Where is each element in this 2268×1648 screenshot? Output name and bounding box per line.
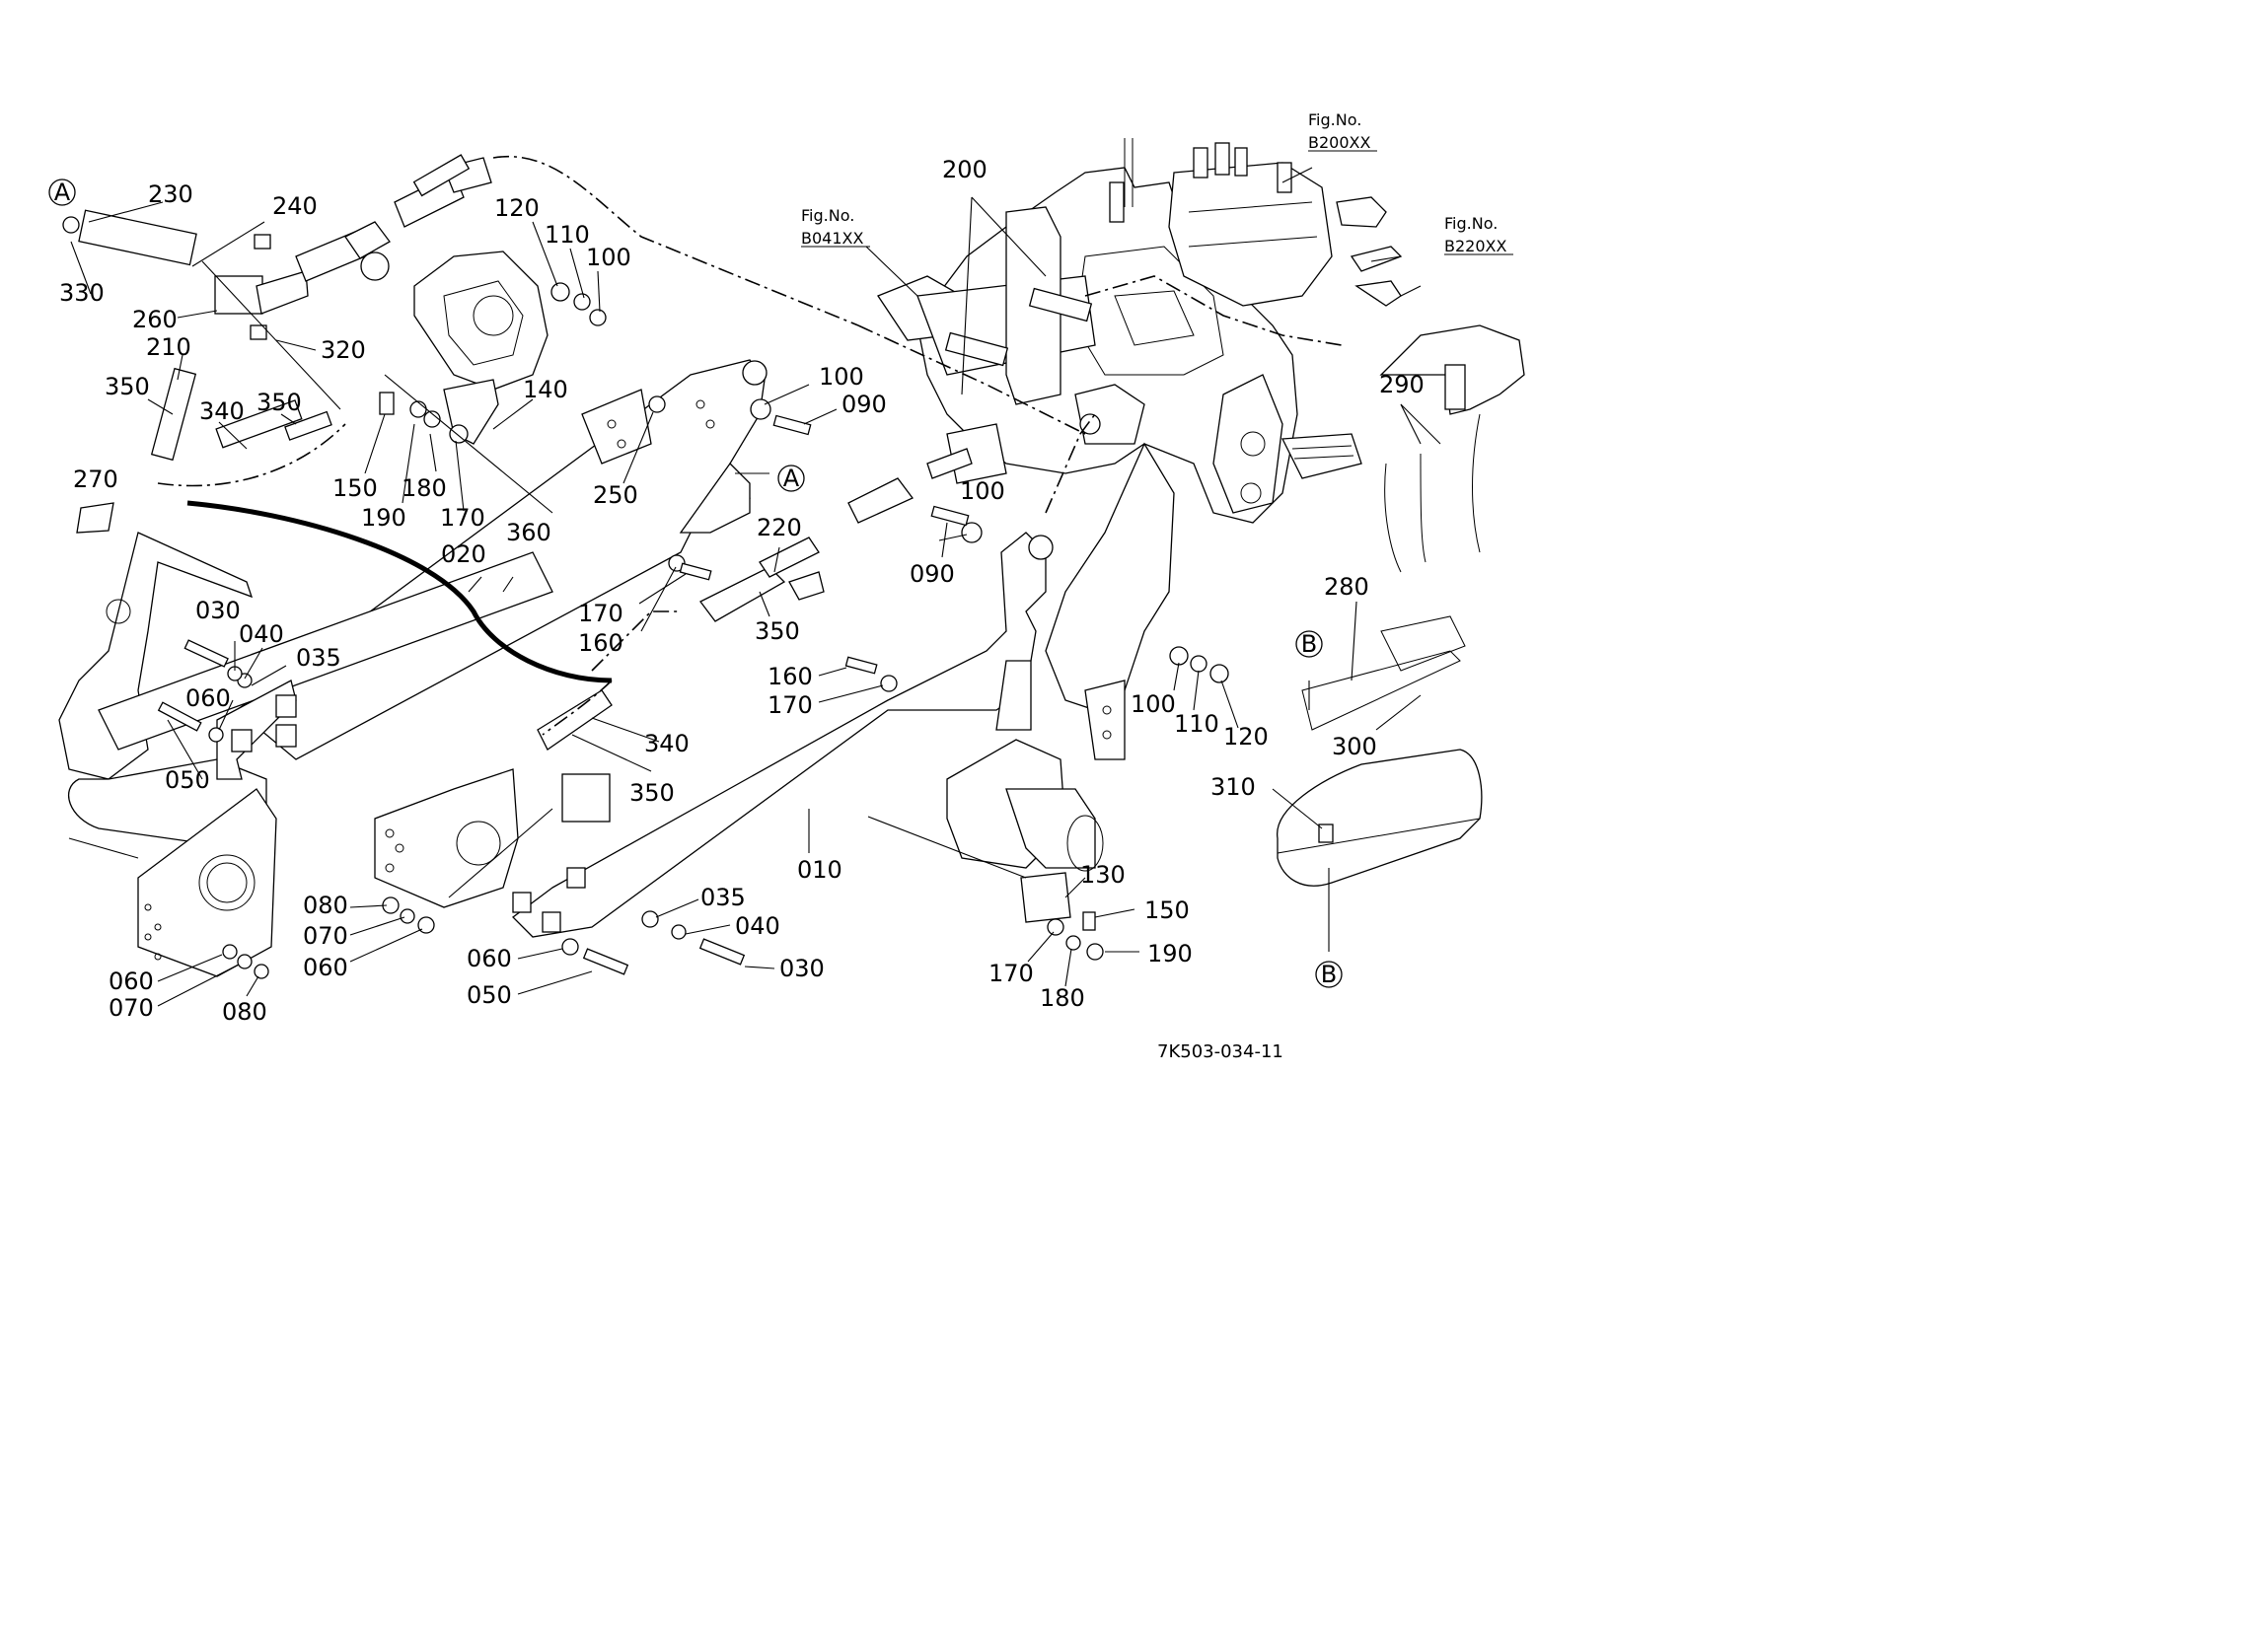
part-label-010: 010 — [797, 856, 842, 884]
part-label-070: 070 — [303, 922, 348, 950]
loader-frame — [98, 206, 1145, 938]
parts-diagram: Fig.No. B200XX Fig.No. B041XX Fig.No. B2… — [48, 110, 1525, 1062]
part-label-050: 050 — [467, 981, 512, 1009]
parts-artwork — [58, 138, 1525, 1007]
part-label-170: 170 — [988, 960, 1034, 987]
figure-ref-b220: Fig.No. B220XX — [1444, 214, 1513, 255]
part-label-170: 170 — [578, 600, 623, 627]
part-label-100: 100 — [1131, 690, 1176, 718]
part-label-050: 050 — [165, 766, 210, 794]
part-label-110: 110 — [545, 221, 590, 249]
part-label-250: 250 — [593, 481, 638, 509]
figure-ref-code: B041XX — [801, 229, 863, 248]
leader-lines — [70, 167, 1441, 1007]
part-label-090: 090 — [841, 391, 887, 418]
figure-ref-code: B200XX — [1308, 133, 1370, 152]
part-label-030: 030 — [195, 597, 241, 624]
figure-ref-label: Fig.No. — [1308, 110, 1361, 129]
marker-b-bottom: B — [1315, 961, 1343, 988]
hoses — [62, 154, 1229, 979]
part-label-160: 160 — [768, 663, 813, 690]
part-label-120: 120 — [1223, 723, 1269, 751]
part-label-160: 160 — [578, 629, 623, 657]
part-label-170: 170 — [440, 504, 485, 532]
part-label-060: 060 — [185, 684, 231, 712]
part-label-040: 040 — [239, 620, 284, 648]
part-label-060: 060 — [303, 954, 348, 981]
marker-label: A — [783, 465, 800, 492]
part-label-320: 320 — [321, 336, 366, 364]
marker-label: B — [1321, 961, 1337, 988]
part-label-260: 260 — [132, 306, 178, 333]
part-label-150: 150 — [1144, 896, 1190, 924]
part-label-100: 100 — [819, 363, 864, 391]
part-labels: 230 240 330 260 320 210 350 340 350 270 … — [59, 156, 1425, 1026]
figure-ref-label: Fig.No. — [801, 206, 854, 225]
part-label-200: 200 — [942, 156, 988, 183]
marker-label: A — [54, 179, 71, 206]
part-label-340: 340 — [644, 730, 690, 757]
hose-routing-lines — [76, 155, 1483, 887]
part-label-060: 060 — [109, 967, 154, 995]
part-label-240: 240 — [272, 192, 318, 220]
figure-ref-label: Fig.No. — [1444, 214, 1498, 233]
part-label-060: 060 — [467, 945, 512, 972]
part-label-300: 300 — [1332, 733, 1377, 760]
left-frame — [58, 532, 277, 977]
part-label-290: 290 — [1379, 371, 1425, 398]
marker-label: B — [1301, 630, 1317, 658]
part-label-180: 180 — [1040, 984, 1085, 1012]
part-label-330: 330 — [59, 279, 105, 307]
drawing-code: 7K503-034-11 — [1157, 1041, 1283, 1062]
housing — [413, 251, 549, 445]
part-label-110: 110 — [1174, 710, 1219, 738]
part-label-035: 035 — [296, 644, 341, 672]
part-label-230: 230 — [148, 180, 193, 208]
part-label-070: 070 — [109, 994, 154, 1022]
part-label-310: 310 — [1210, 773, 1256, 801]
part-label-190: 190 — [1147, 940, 1193, 967]
part-label-350: 350 — [755, 617, 800, 645]
part-label-100: 100 — [960, 477, 1005, 505]
part-label-210: 210 — [146, 333, 191, 361]
part-label-020: 020 — [441, 540, 486, 568]
part-label-180: 180 — [402, 474, 447, 502]
part-label-360: 360 — [506, 519, 551, 546]
axle-supports — [374, 739, 1104, 923]
part-label-080: 080 — [222, 998, 267, 1026]
marker-a-mid: A — [777, 465, 805, 492]
part-label-280: 280 — [1324, 573, 1369, 601]
part-label-100: 100 — [586, 244, 631, 271]
part-label-190: 190 — [361, 504, 406, 532]
part-label-340: 340 — [199, 397, 245, 425]
part-label-140: 140 — [523, 376, 568, 403]
control-valve — [1168, 142, 1403, 307]
part-label-130: 130 — [1080, 861, 1126, 889]
part-label-030: 030 — [779, 955, 825, 982]
part-label-150: 150 — [332, 474, 378, 502]
part-label-220: 220 — [757, 514, 802, 541]
part-label-350: 350 — [256, 389, 302, 416]
figure-ref-b200: Fig.No. B200XX — [1308, 110, 1377, 152]
part-label-035: 035 — [700, 884, 746, 911]
part-label-170: 170 — [768, 691, 813, 719]
part-label-350: 350 — [105, 373, 150, 400]
figure-ref-code: B220XX — [1444, 237, 1506, 255]
part-label-350: 350 — [629, 779, 675, 807]
part-label-040: 040 — [735, 912, 780, 940]
marker-a-top: A — [48, 179, 76, 206]
marker-b-top: B — [1295, 630, 1323, 658]
figure-ref-b041: Fig.No. B041XX — [801, 206, 870, 248]
part-label-270: 270 — [73, 466, 118, 493]
part-label-120: 120 — [494, 194, 540, 222]
part-label-080: 080 — [303, 892, 348, 919]
part-label-090: 090 — [910, 560, 955, 588]
